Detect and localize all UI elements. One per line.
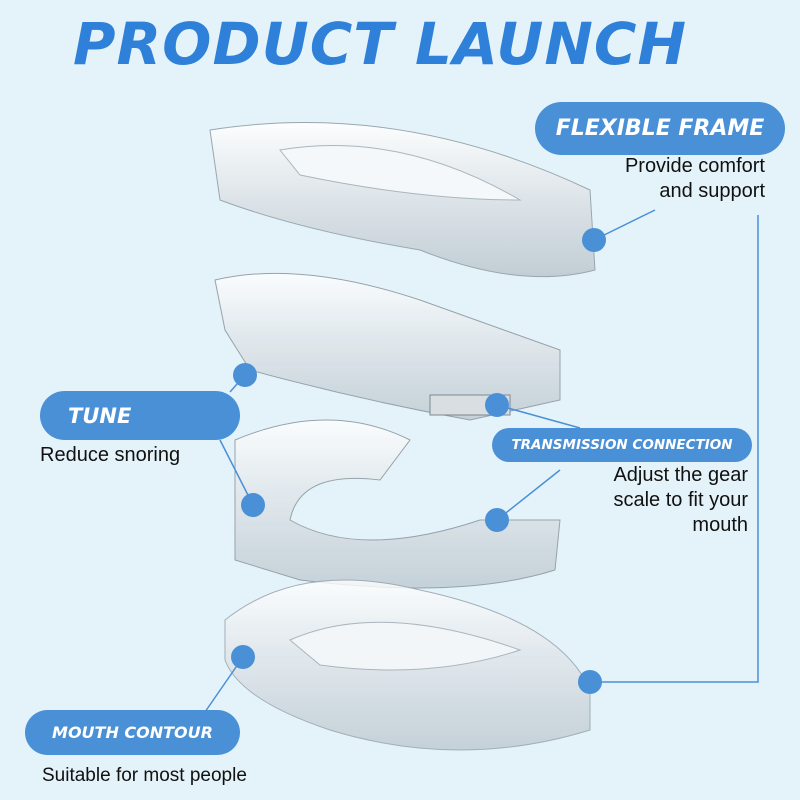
- description-line: Suitable for most people: [42, 765, 247, 786]
- description-line: mouth: [692, 514, 748, 536]
- tune-label: TUNE: [68, 403, 132, 428]
- hotspot-dots: [231, 228, 606, 694]
- flexible-frame-description: Provide comfort and support: [625, 154, 765, 204]
- description-line: Adjust the gear: [613, 464, 748, 486]
- transmission-connection-description: Adjust the gear scale to fit your mouth: [613, 463, 748, 538]
- transmission-connection-badge: TRANSMISSION CONNECTION: [492, 428, 752, 462]
- upper-frame-layer: [209, 122, 596, 278]
- transmission-layer: [234, 419, 561, 589]
- mouth-contour-badge: MOUTH CONTOUR: [25, 710, 240, 755]
- mouth-contour-description: Suitable for most people: [42, 763, 247, 788]
- page-title: PRODUCT LAUNCH: [72, 10, 688, 78]
- description-line: Reduce snoring: [40, 444, 181, 466]
- tune-badge: TUNE: [40, 391, 240, 440]
- flexible-frame-badge: FLEXIBLE FRAME: [535, 102, 785, 155]
- mouth-contour-layer: [224, 579, 591, 751]
- flexible-frame-label: FLEXIBLE FRAME: [555, 116, 765, 141]
- description-line: scale to fit your: [613, 489, 748, 511]
- tune-description: Reduce snoring: [40, 443, 180, 468]
- description-line: and support: [659, 180, 765, 202]
- mouth-contour-label: MOUTH CONTOUR: [52, 723, 213, 742]
- transmission-connection-label: TRANSMISSION CONNECTION: [511, 437, 733, 453]
- description-line: Provide comfort: [624, 155, 765, 177]
- tune-layer: [214, 272, 561, 421]
